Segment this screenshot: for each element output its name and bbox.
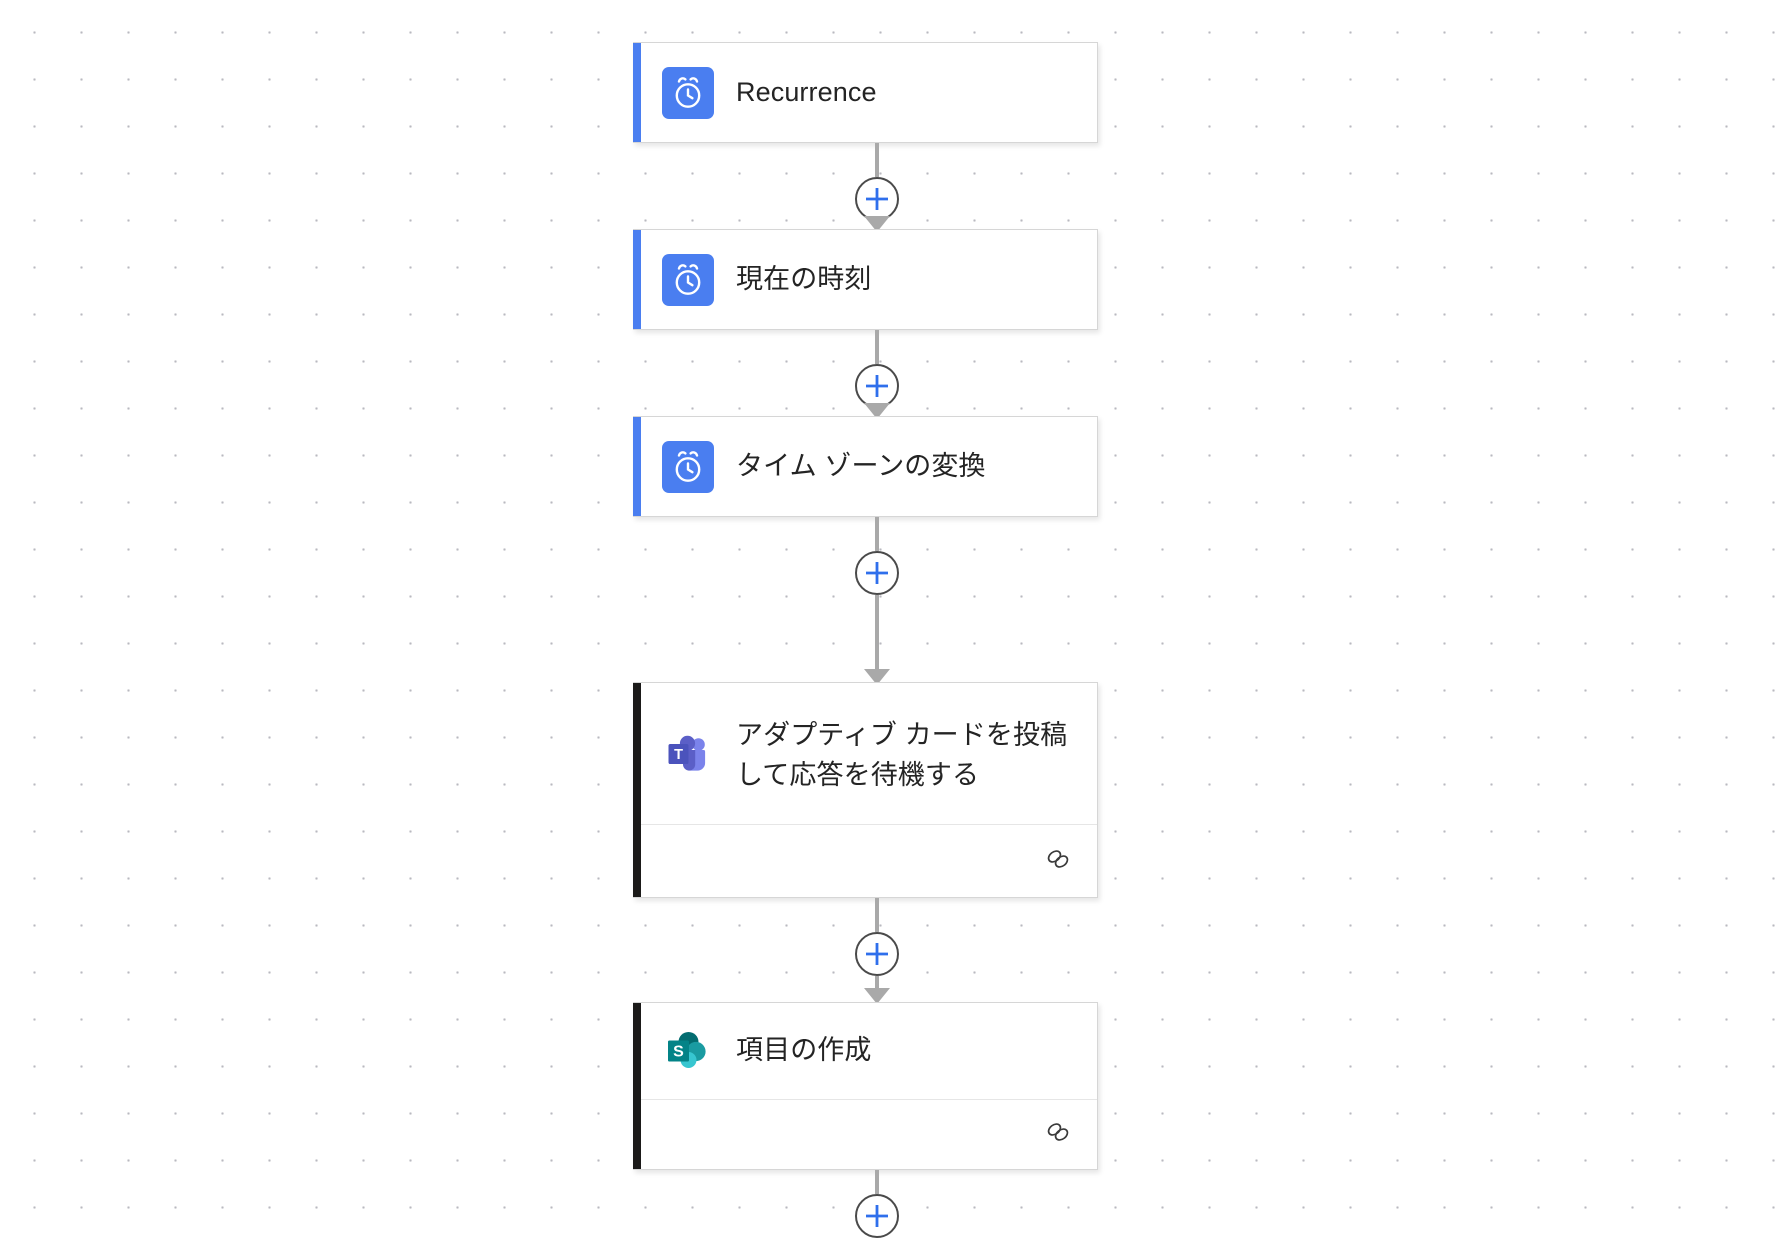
connector-arrow xyxy=(862,986,892,1008)
flow-node-timezone-conversion[interactable]: タイム ゾーンの変換 xyxy=(633,416,1098,517)
node-header: タイム ゾーンの変換 xyxy=(633,417,1097,516)
plus-icon xyxy=(866,562,888,584)
node-accent-bar xyxy=(633,1003,641,1169)
node-title: 現在の時刻 xyxy=(736,263,872,294)
plus-icon xyxy=(866,1205,888,1227)
alarm-clock-icon xyxy=(662,253,714,306)
add-step-button[interactable] xyxy=(855,932,899,976)
plus-icon xyxy=(866,188,888,210)
svg-text:T: T xyxy=(674,747,683,763)
node-accent-bar xyxy=(633,43,641,142)
connector-line xyxy=(875,143,879,177)
add-step-button[interactable] xyxy=(855,177,899,221)
link-icon[interactable] xyxy=(1043,1119,1073,1150)
connector-line xyxy=(875,976,879,990)
svg-text:S: S xyxy=(673,1044,684,1061)
sharepoint-icon: S xyxy=(662,1025,714,1077)
connector-line xyxy=(875,595,879,675)
connector-arrow xyxy=(862,667,892,689)
node-accent-bar xyxy=(633,683,641,897)
flow-node-sharepoint-create-item[interactable]: S 項目の作成 xyxy=(633,1002,1098,1170)
node-footer xyxy=(633,824,1097,897)
plus-icon xyxy=(866,943,888,965)
node-accent-bar xyxy=(633,417,641,516)
node-title: Recurrence xyxy=(736,76,877,107)
plus-icon xyxy=(866,375,888,397)
node-header: S 項目の作成 xyxy=(633,1003,1097,1099)
node-accent-bar xyxy=(633,230,641,329)
connector-line xyxy=(875,330,879,364)
flow-node-recurrence[interactable]: Recurrence xyxy=(633,42,1098,143)
link-icon[interactable] xyxy=(1043,846,1073,877)
connector-arrow xyxy=(862,401,892,423)
node-footer xyxy=(633,1099,1097,1169)
alarm-clock-icon xyxy=(662,66,714,119)
connector-arrow xyxy=(862,214,892,236)
alarm-clock-icon xyxy=(662,440,714,493)
node-title: 項目の作成 xyxy=(736,1035,872,1066)
node-header: 現在の時刻 xyxy=(633,230,1097,329)
connector-line xyxy=(875,517,879,551)
connector-line xyxy=(875,1170,879,1194)
add-step-button[interactable] xyxy=(855,551,899,595)
node-title: アダプティブ カードを投稿して応答を待機する xyxy=(736,720,1068,790)
connector-line xyxy=(875,898,879,932)
add-step-button[interactable] xyxy=(855,1194,899,1238)
node-title: タイム ゾーンの変換 xyxy=(736,450,986,481)
microsoft-teams-icon: T xyxy=(662,730,714,782)
flow-node-teams-adaptive-card[interactable]: T アダプティブ カードを投稿して応答を待機する xyxy=(633,682,1098,898)
node-header: Recurrence xyxy=(633,43,1097,142)
node-header: T アダプティブ カードを投稿して応答を待機する xyxy=(633,683,1097,824)
flow-node-current-time[interactable]: 現在の時刻 xyxy=(633,229,1098,330)
